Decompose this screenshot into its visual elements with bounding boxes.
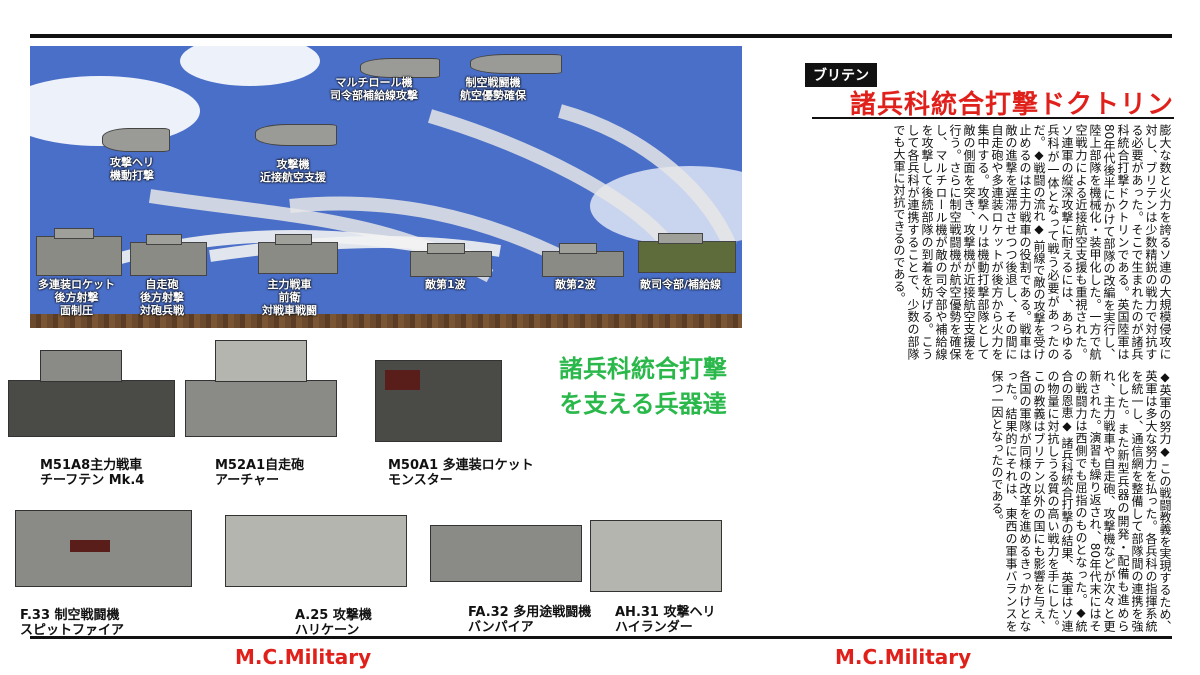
weapons-slogan: 諸兵科統合打撃を支える兵器達 [559,355,727,418]
mlrs-stripe [385,370,420,390]
enemy-wave2-model [542,243,624,277]
label-fighter: 制空戦闘機航空優勢確保 [460,76,526,102]
country-kicker: ブリテン [805,63,877,87]
spg-turret-model [215,340,307,382]
helicopter-model [590,520,722,592]
label-enemy-wave1: 敵第1波 [425,278,466,291]
footer-brand-left: M.C.Military [235,645,372,669]
enemy-hq-truck-model [638,233,736,273]
label-enemy-wave2: 敵第2波 [555,278,596,291]
fighter-stripe [70,540,110,552]
weapon-name-spg: M52A1自走砲アーチャー [215,458,305,488]
article-column-1: 膨大な数と火力を誇るソ連の大規模侵攻に対し、ブリテンは少数精鋭の戦力で対抗する必… [892,124,1172,360]
label-enemy-hq: 敵司令部/補給線 [640,278,722,291]
weapon-name-tank: M51A8主力戦車チーフテン Mk.4 [40,458,145,488]
label-spg: 自走砲後方射撃対砲兵戦 [140,278,184,317]
tank-model [8,380,175,437]
title-underline [812,117,1174,119]
multirole-aircraft-model [360,58,440,78]
label-mbt: 主力戦車前衛対戦車戦闘 [262,278,317,317]
tank-turret-model [40,350,122,382]
weapon-name-attack-aircraft: A.25 攻撃機ハリケーン [295,608,372,638]
weapon-name-mlrs: M50A1 多連装ロケットモンスター [388,458,534,488]
cloud [180,46,320,86]
attack-aircraft-figure [225,515,407,587]
weapon-name-multirole: FA.32 多用途戦闘機バンパイア [468,605,592,635]
battle-diagram: マルチロール機司令部補給線攻撃 制空戦闘機航空優勢確保 攻撃ヘリ機動打撃 攻撃機… [30,46,742,328]
label-multirole: マルチロール機司令部補給線攻撃 [330,76,418,102]
top-rule [30,34,1172,38]
spg-model [185,380,337,437]
label-mlrs: 多連装ロケット後方射撃面制圧 [38,278,115,317]
mbt-vehicle-model [258,234,338,274]
label-attack-aircraft: 攻撃機近接航空支援 [260,158,326,184]
weapon-name-helicopter: AH.31 攻撃ヘリハイランダー [615,605,716,635]
page-title: 諸兵科統合打撃ドクトリン [849,90,1174,120]
spg-vehicle-model [130,234,207,276]
weapon-name-fighter: F.33 制空戦闘機スピットファイア [20,608,125,638]
mlrs-vehicle-model [36,228,122,276]
fighter-aircraft-model [470,54,562,74]
label-attack-heli: 攻撃ヘリ機動打撃 [110,156,154,182]
attack-helicopter-model [102,128,170,152]
article-column-2: ◆英軍の努力◆ この戦闘教義を実現するため、英軍は多大な努力を払った。各兵科の指… [990,370,1172,632]
attack-aircraft-model [255,124,337,146]
bottom-rule [30,636,1172,639]
enemy-wave1-model [410,243,492,277]
footer-brand-right: M.C.Military [835,645,972,669]
ground [30,314,742,328]
multirole-model [430,525,582,582]
